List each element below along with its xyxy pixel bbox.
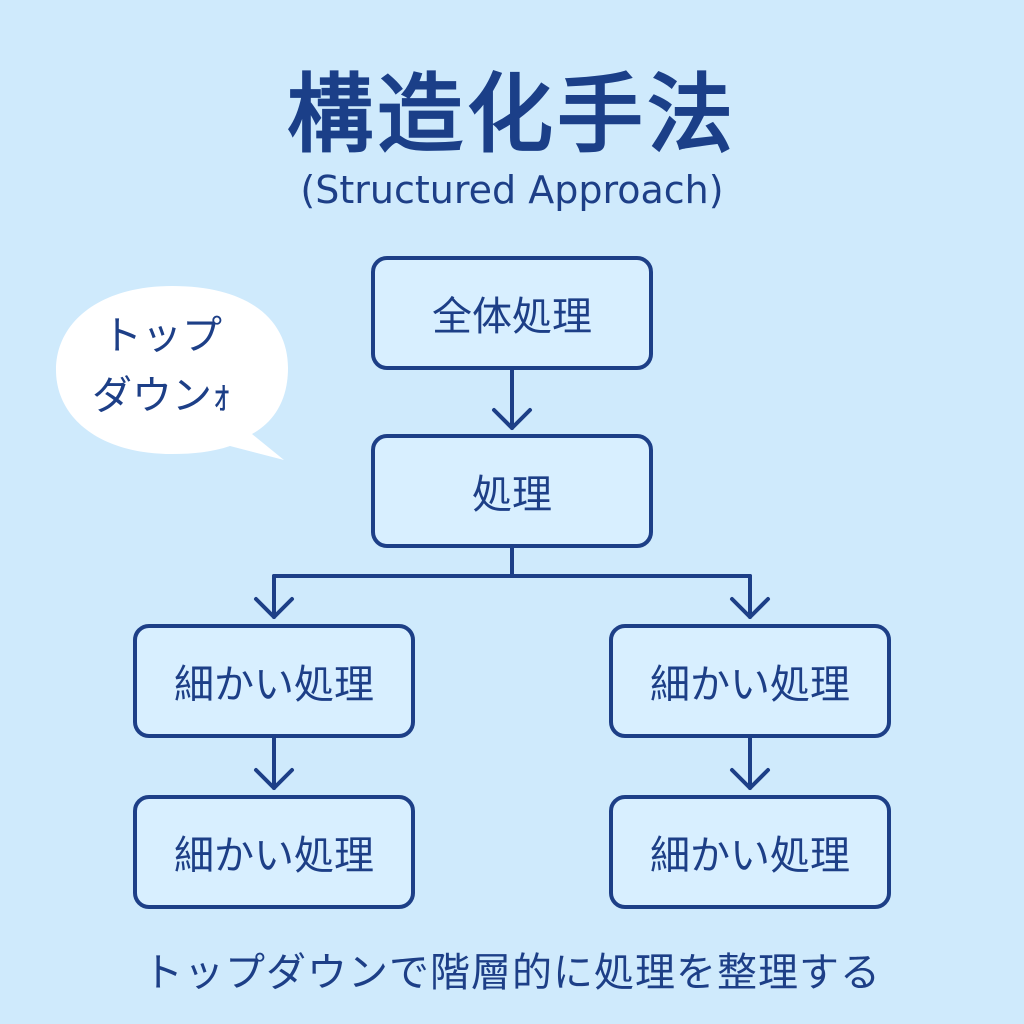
node-mid: 処理 [371, 434, 653, 548]
node-right-2: 細かい処理 [609, 795, 891, 909]
arrowhead-right-column [730, 768, 770, 790]
node-left-1: 細かい処理 [133, 624, 415, 738]
node-root: 全体処理 [371, 256, 653, 370]
arrowhead-branch-left [254, 597, 294, 619]
speech-bubble-line-2: ダウンｫ [92, 373, 232, 419]
arrowhead-branch-right [730, 597, 770, 619]
node-right-1: 細かい処理 [609, 624, 891, 738]
speech-bubble-text: トップ ダウンｫ [52, 306, 272, 426]
speech-bubble-line-1: トップ [102, 313, 222, 359]
node-left-2-label: 細かい処理 [174, 833, 374, 879]
arrowhead-root-mid [492, 408, 532, 430]
page-title: 構造化手法 [287, 65, 737, 165]
page-subtitle: (Structured Approach) [300, 168, 724, 212]
caption: トップダウンで階層的に処理を整理する [143, 950, 881, 996]
speech-bubble [56, 286, 288, 460]
arrowhead-left-column [254, 768, 294, 790]
node-right-2-label: 細かい処理 [650, 833, 850, 879]
node-left-2: 細かい処理 [133, 795, 415, 909]
node-left-1-label: 細かい処理 [174, 662, 374, 708]
node-root-label: 全体処理 [432, 294, 592, 340]
node-mid-label: 処理 [472, 472, 552, 518]
node-right-1-label: 細かい処理 [650, 662, 850, 708]
